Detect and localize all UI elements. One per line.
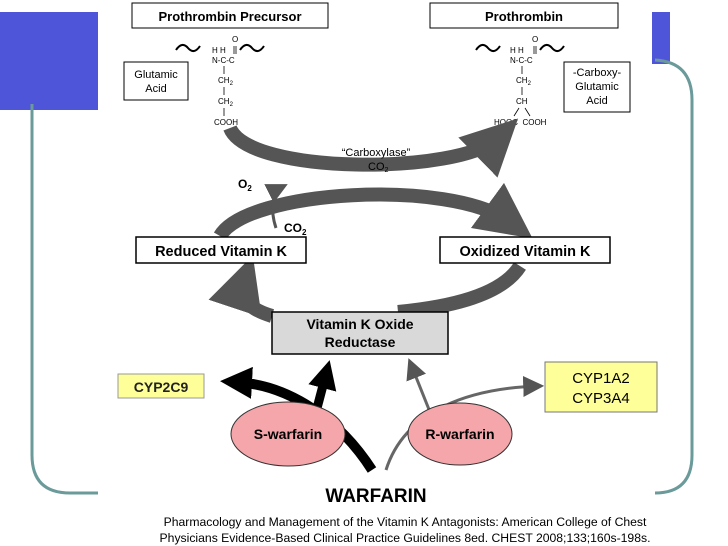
co2-top-label: CO2 — [368, 161, 389, 174]
carboxy-line3: Acid — [586, 95, 607, 107]
teal-frame-right — [654, 58, 694, 495]
carboxy-line2: Glutamic — [575, 81, 619, 93]
carboxy-line1: -Carboxy- — [573, 67, 622, 79]
glutamic-acid-line2: Acid — [145, 83, 166, 95]
chain-wave-right-a — [475, 44, 501, 52]
cyp1a2-label: CYP1A2 — [572, 370, 630, 387]
r-warfarin-ellipse — [407, 402, 513, 466]
struct-right-hh: H H — [510, 46, 524, 55]
struct-left-hh: H H — [212, 46, 226, 55]
prothrombin-precursor-title: Prothrombin Precursor — [158, 9, 301, 24]
prothrombin-title: Prothrombin — [485, 9, 563, 24]
struct-right-ch: CH — [516, 97, 528, 106]
glutamic-acid-line1: Glutamic — [134, 69, 178, 81]
cyp3a4-label: CYP3A4 — [572, 390, 630, 407]
o2-co2-side-arrow — [264, 184, 288, 229]
carboxy-glutamic-acid-box — [563, 61, 631, 113]
struct-left-cooh: COOH — [214, 118, 238, 127]
cycle-arrow-reduced-to-oxidized — [213, 182, 533, 241]
glutamic-acid-box — [123, 61, 189, 101]
r-warfarin-to-reductase-arrow — [406, 358, 432, 413]
reduced-vitamin-k-box — [135, 236, 307, 264]
carboxy-glutamic-structure: O H H N-C-C CH2 CH HOOC COOH — [494, 35, 547, 127]
co2-mid-label: CO2 — [284, 221, 307, 237]
cyp2c9-label: CYP2C9 — [134, 379, 189, 395]
prothrombin-precursor-box — [131, 2, 329, 29]
cyp2c9-box — [117, 373, 205, 399]
struct-left-ch2a: CH2 — [218, 76, 234, 87]
chain-wave-left-b — [239, 44, 265, 52]
vitamin-k-oxide-reductase-box — [271, 311, 449, 355]
oxidized-vitamin-k-label: Oxidized Vitamin K — [459, 244, 591, 260]
citation-caption: Pharmacology and Management of the Vitam… — [150, 514, 660, 546]
oxidized-vitamin-k-box — [439, 236, 611, 264]
struct-right-o: O — [532, 35, 538, 44]
r-warfarin-label: R-warfarin — [425, 426, 494, 442]
cyp1a2-cyp3a4-box — [544, 361, 658, 413]
chain-wave-left-a — [175, 44, 201, 52]
o2-label: O2 — [238, 177, 252, 193]
s-warfarin-label: S-warfarin — [254, 426, 322, 442]
cycle-arrow-reductase-to-reduced — [208, 255, 275, 323]
s-warfarin-ellipse — [230, 401, 346, 467]
struct-right-ch2: CH2 — [516, 76, 532, 87]
struct-left-nc: N-C-C — [212, 56, 235, 65]
struct-left-o: O — [232, 35, 238, 44]
teal-frame-left — [30, 104, 98, 495]
prothrombin-box — [429, 2, 619, 29]
slide-decoration — [0, 12, 694, 495]
blue-accent-left — [0, 12, 98, 110]
warfarin-label: WARFARIN — [325, 486, 426, 507]
reduced-vitamin-k-label: Reduced Vitamin K — [155, 244, 287, 260]
cycle-arrow-oxidized-to-reductase — [397, 261, 526, 319]
struct-right-nc: N-C-C — [510, 56, 533, 65]
reductase-line2: Reductase — [325, 334, 396, 350]
blue-accent-right — [652, 12, 670, 64]
glutamic-acid-structure: O H H N-C-C CH2 CH2 COOH — [212, 35, 238, 127]
carboxylase-label: “Carboxylase” — [342, 147, 411, 159]
reductase-line1: Vitamin K Oxide — [306, 316, 413, 332]
citation-line-2: Physicians Evidence-Based Clinical Pract… — [159, 531, 651, 545]
carboxylation-arrow — [223, 118, 519, 178]
chain-wave-right-b — [539, 44, 565, 52]
struct-right-cooh-pair: HOOC COOH — [494, 118, 547, 127]
struct-left-ch2b: CH2 — [218, 97, 234, 108]
s-warfarin-to-reductase-arrow — [308, 360, 337, 414]
citation-line-1: Pharmacology and Management of the Vitam… — [163, 515, 647, 529]
